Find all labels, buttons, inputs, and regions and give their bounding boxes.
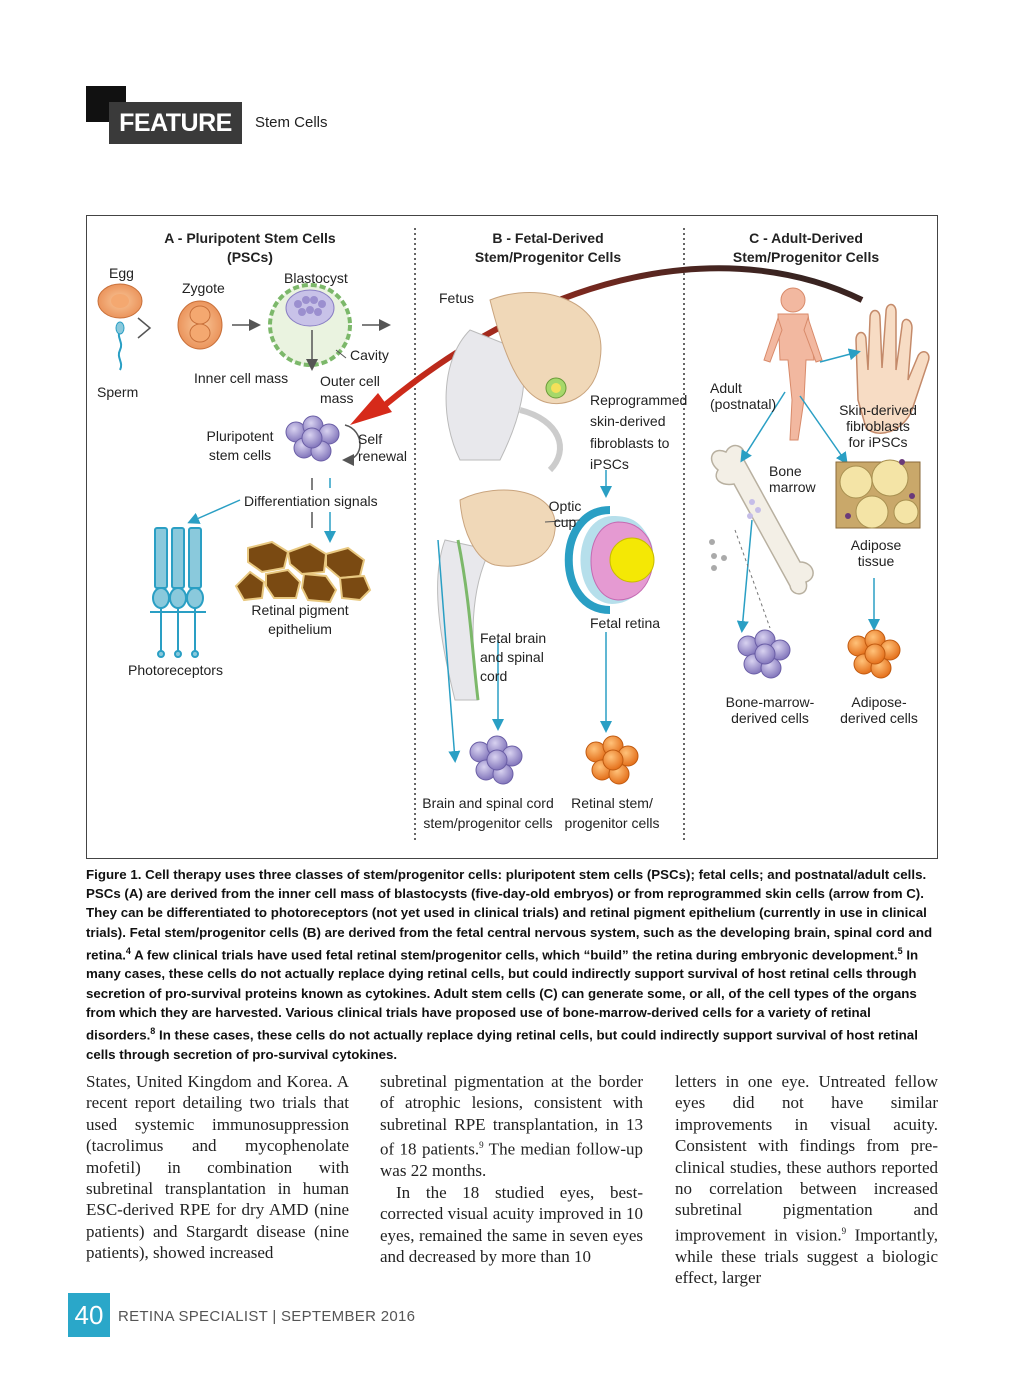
egg-label: Egg: [109, 265, 134, 281]
panel-a-title: A - Pluripotent Stem Cells: [164, 230, 336, 246]
caption-ref-5: 5: [897, 945, 903, 956]
body-column-2: subretinal pigmentation at the border of…: [380, 1071, 643, 1267]
figure-frame: [86, 215, 938, 859]
blastocyst-label: Blastocyst: [284, 270, 348, 286]
adult-body-illustration: [763, 287, 823, 441]
adipose-tissue-illustration: [835, 459, 921, 529]
differentiation-signals-label: Differentiation signals: [244, 493, 378, 509]
pluripotent-cell-cluster: [285, 415, 340, 462]
pluripotent-label-2: stem cells: [208, 447, 272, 463]
zygote-label: Zygote: [182, 280, 225, 296]
caption-part-2: A few clinical trials have used fetal re…: [130, 947, 898, 963]
section-label: Stem Cells: [255, 114, 328, 131]
retinal-progenitor-cluster: [585, 735, 639, 785]
body-col3-text-b: Importantly, while these trials suggest …: [675, 1225, 938, 1288]
self-renewal-label-2: renewal: [358, 448, 408, 464]
adipose-cell-cluster: [847, 629, 901, 679]
fetal-retina-label: Fetal retina: [590, 615, 661, 631]
body-col3-ref: 9: [841, 1225, 847, 1236]
skin-label-3: for iPSCs: [848, 434, 908, 450]
outer-cell-mass-label-2: mass: [320, 390, 354, 406]
inner-cell-mass-label: Inner cell mass: [194, 370, 289, 386]
caption-ref-8: 8: [150, 1026, 156, 1037]
feature-tag: FEATURE: [109, 102, 242, 144]
caption-part-4: In these cases, these cells do not actua…: [86, 1027, 918, 1062]
brain-cells-label-2: stem/progenitor cells: [423, 815, 553, 831]
body-col2-text-a: subretinal pigmentation at the border of…: [380, 1072, 643, 1159]
self-renewal-label-1: Self: [358, 431, 383, 447]
reprogrammed-label-1: Reprogrammed: [590, 392, 688, 408]
cavity-label: Cavity: [350, 347, 389, 363]
panel-b-subtitle: Stem/Progenitor Cells: [474, 249, 622, 265]
caption-part-1: Figure 1. Cell therapy uses three classe…: [86, 867, 933, 963]
rpe-label-1: Retinal pigment: [251, 602, 349, 618]
skin-label-2: fibroblasts: [846, 418, 910, 434]
page-number: 40: [68, 1293, 110, 1337]
bone-marrow-label-2: marrow: [769, 479, 816, 495]
ad-cells-label-1: Adipose-: [851, 694, 907, 710]
optic-cup-label-2: cup: [553, 514, 577, 530]
body-col2-text-b: The median follow-up was 22 months.: [380, 1139, 643, 1181]
panel-b-title: B - Fetal-Derived: [492, 230, 604, 246]
fetal-brain-illustration: [437, 489, 556, 701]
body-col2-ref: 9: [479, 1140, 484, 1151]
bone-marrow-cell-cluster: [737, 629, 791, 679]
bm-cells-label-2: derived cells: [731, 710, 809, 726]
adipose-label-2: tissue: [857, 553, 895, 569]
adipose-label-1: Adipose: [850, 537, 902, 553]
panel-a-subtitle: (PSCs): [227, 249, 273, 265]
caption-part-3: In many cases, these cells do not actual…: [86, 947, 919, 1043]
photoreceptors-label: Photoreceptors: [128, 662, 223, 678]
reprogrammed-label-2: skin-derived: [590, 413, 666, 429]
photoreceptors-illustration: [150, 527, 206, 658]
reprogrammed-label-4: iPSCs: [590, 456, 629, 472]
fetal-brain-label-3: cord: [480, 668, 508, 684]
publication-footer: RETINA SPECIALIST | SEPTEMBER 2016: [118, 1308, 416, 1325]
panel-c-subtitle: Stem/Progenitor Cells: [732, 249, 880, 265]
body-col2-text-c: In the 18 studied eyes, best-corrected v…: [380, 1182, 643, 1266]
ad-cells-label-2: derived cells: [840, 710, 918, 726]
skin-label-1: Skin-derived: [839, 402, 917, 418]
adult-label-1: Adult: [710, 380, 742, 396]
adult-label-2: (postnatal): [710, 396, 777, 412]
fetal-brain-label-1: Fetal brain: [480, 630, 547, 646]
sperm-label: Sperm: [97, 384, 139, 400]
rpe-label-2: epithelium: [268, 621, 332, 637]
reprogrammed-label-3: fibroblasts to: [590, 435, 670, 451]
bone-marrow-label-1: Bone: [769, 463, 802, 479]
sperm-cell: [117, 329, 123, 371]
hand-illustration: [855, 303, 930, 434]
caption-ref-4: 4: [125, 945, 131, 956]
body-col1-text: States, United Kingdom and Korea. A rece…: [86, 1072, 349, 1263]
bm-cells-label-1: Bone-marrow-: [725, 694, 815, 710]
retinal-cells-label-2: progenitor cells: [564, 815, 660, 831]
optic-cup-label-1: Optic: [548, 498, 582, 514]
brain-progenitor-cluster: [469, 735, 523, 785]
body-column-1: States, United Kingdom and Korea. A rece…: [86, 1071, 349, 1264]
rpe-illustration: [234, 540, 372, 604]
pluripotent-label-1: Pluripotent: [206, 428, 274, 444]
retinal-cells-label-1: Retinal stem/: [571, 795, 653, 811]
figure-caption: Figure 1. Cell therapy uses three classe…: [86, 865, 938, 1064]
outer-cell-mass-label-1: Outer cell: [320, 373, 380, 389]
fetal-brain-label-2: and spinal: [480, 649, 544, 665]
panel-c-title: C - Adult-Derived: [749, 230, 863, 246]
brain-cells-label-1: Brain and spinal cord: [422, 795, 554, 811]
fetus-label: Fetus: [439, 290, 475, 306]
fetus-illustration: [445, 292, 602, 473]
optic-cup-illustration: [564, 506, 655, 614]
bone-illustration: [710, 444, 814, 595]
body-column-3: letters in one eye. Untreated fellow eye…: [675, 1071, 938, 1289]
body-col3-text-a: letters in one eye. Untreated fellow eye…: [675, 1072, 938, 1245]
